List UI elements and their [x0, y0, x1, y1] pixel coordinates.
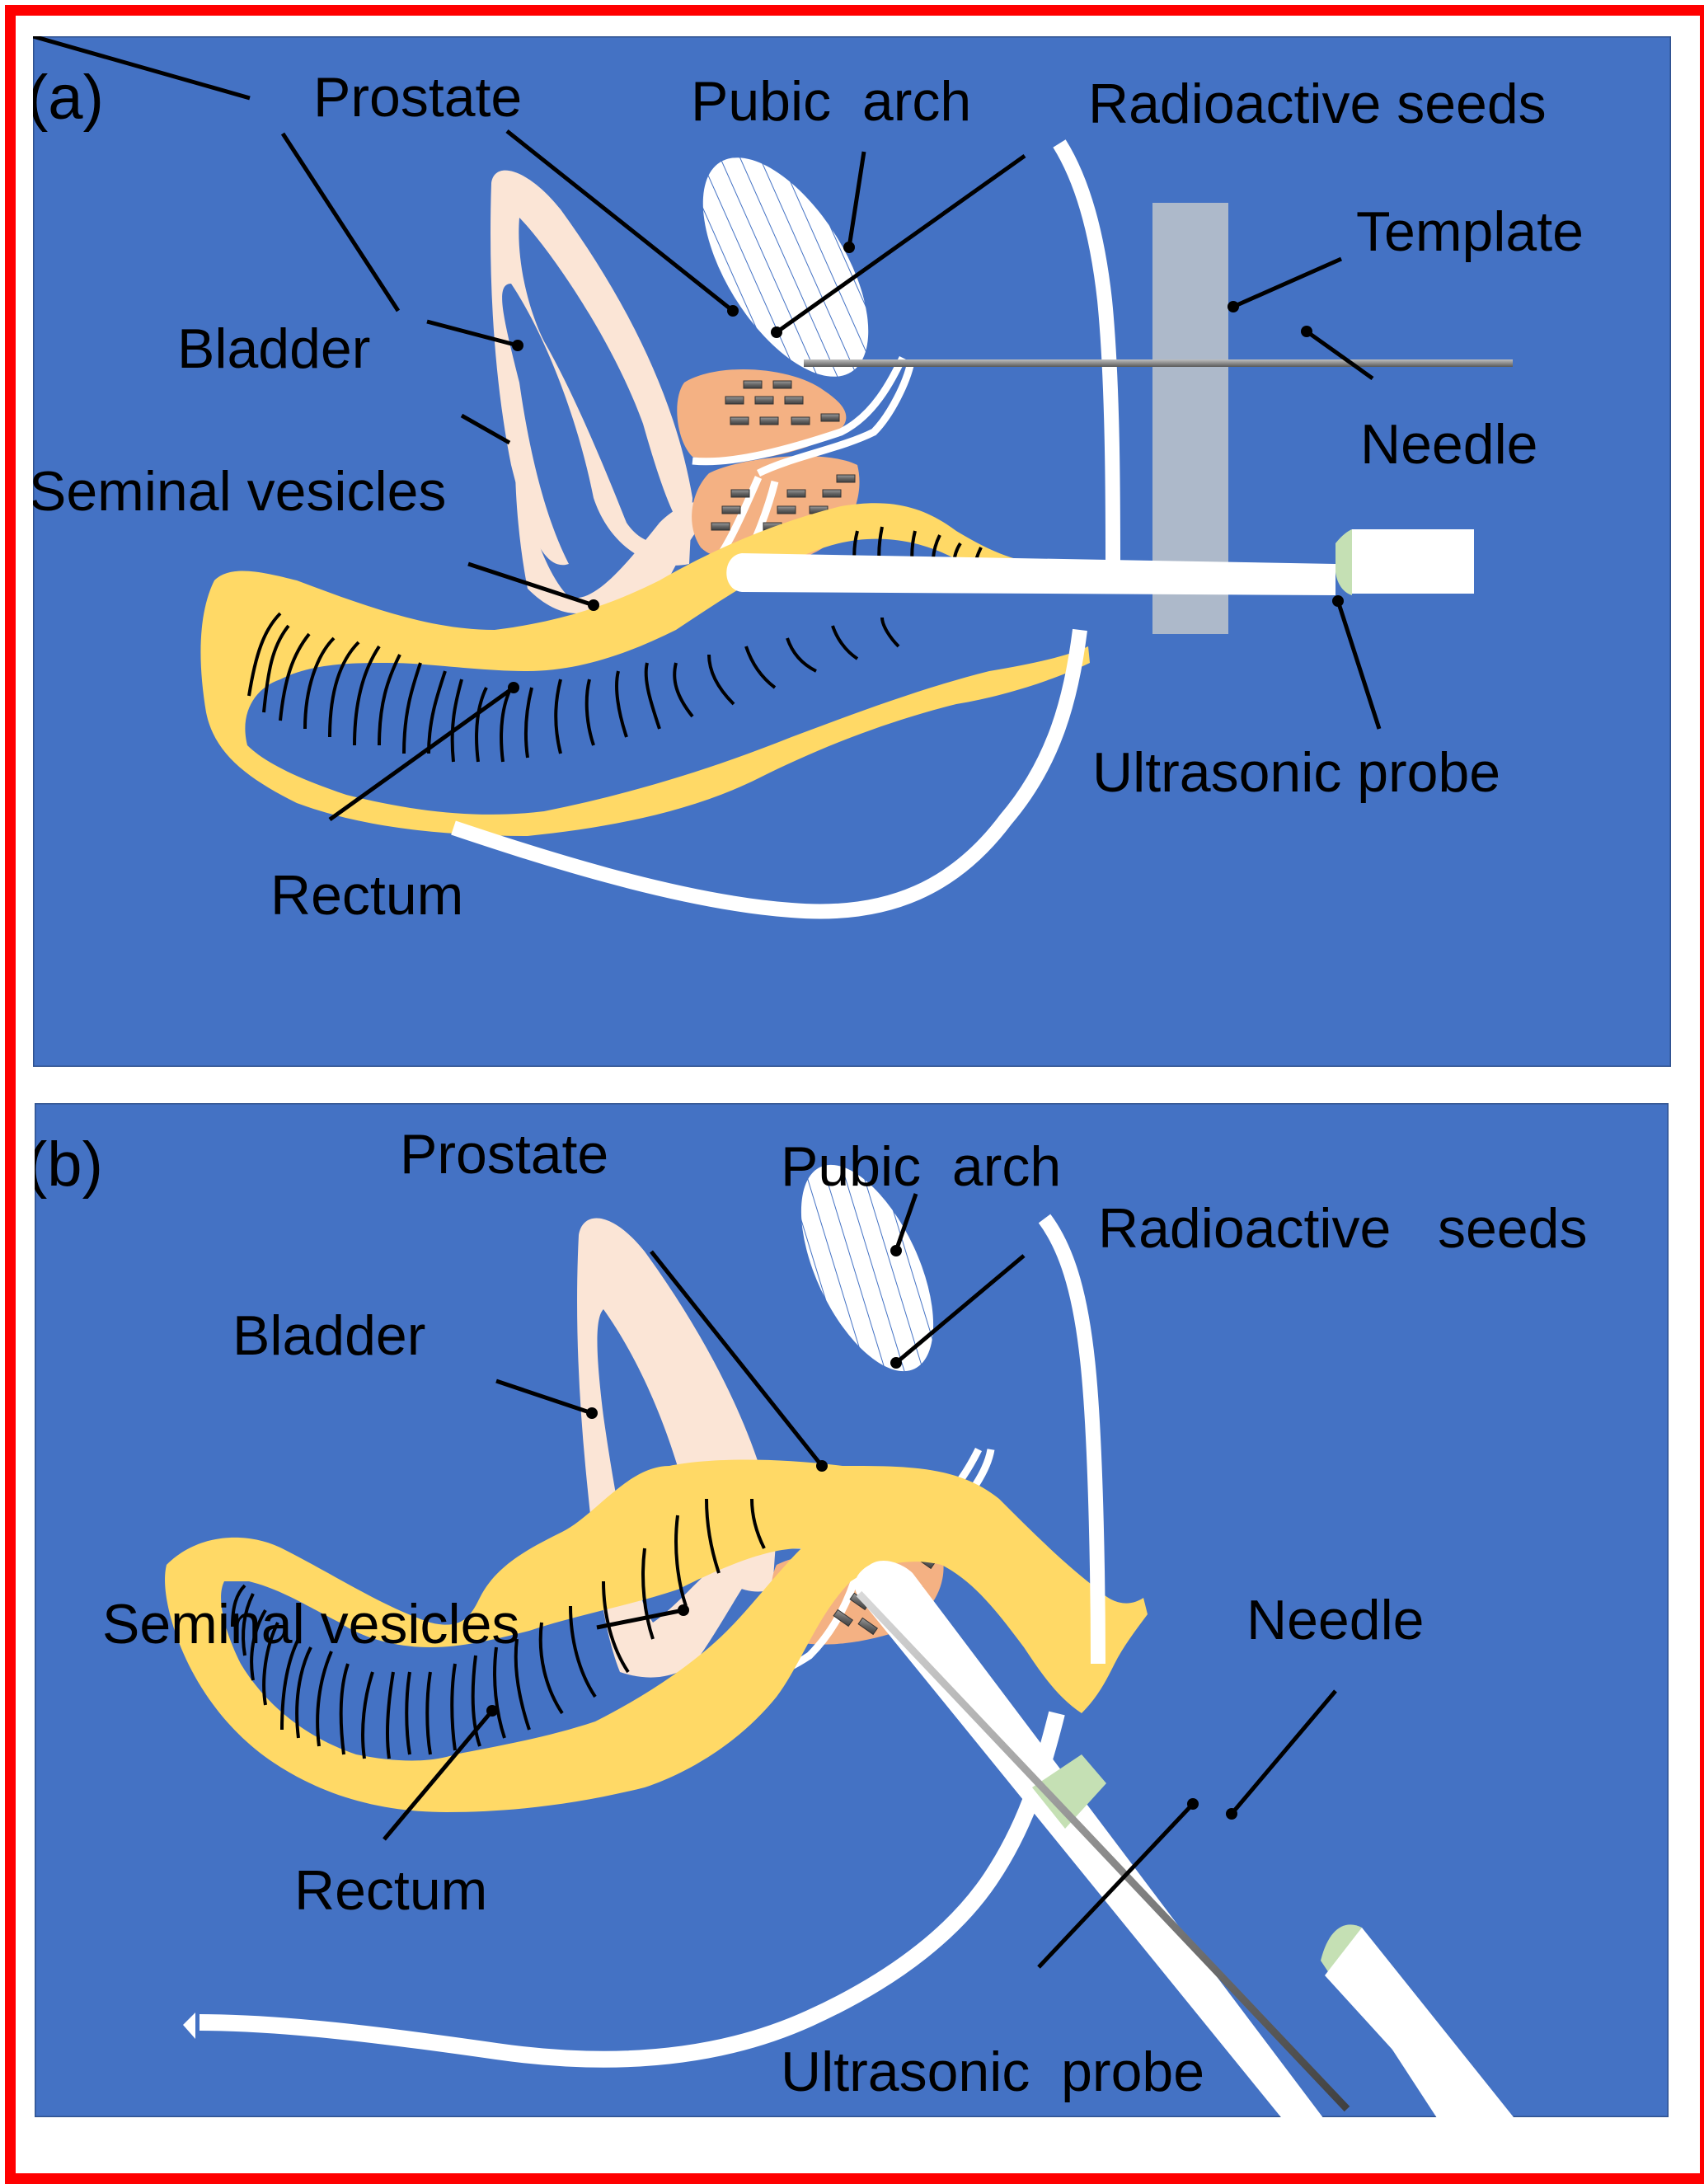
label-radioactive-seeds: Radioactive seeds — [1088, 73, 1547, 135]
panel-letter-b: (b) — [35, 1130, 103, 1200]
leader-dot-needle — [1226, 1808, 1237, 1820]
pubic-arch-shape — [800, 1164, 934, 1372]
label-pubic-arch: Pubic arch — [781, 1135, 1061, 1198]
bone-right-curve — [1053, 139, 1120, 565]
leader-dot-seminal-vesicles — [678, 1604, 689, 1616]
prostate-upper — [677, 369, 847, 461]
urethra-line-1 — [692, 355, 907, 466]
leader-dot-seeds — [890, 1357, 902, 1369]
panel-a: (a) Prostate Pubic arch Radioactive seed… — [33, 36, 1671, 1067]
pubic-arch-shape — [702, 157, 869, 377]
leader-dot-bladder — [586, 1407, 598, 1419]
ultrasonic-probe-ring — [1336, 529, 1352, 595]
leader-pubic-arch — [847, 151, 866, 248]
leader-probe — [1037, 1802, 1195, 1969]
bone-lower-tip — [183, 2013, 195, 2039]
label-bladder: Bladder — [232, 1304, 425, 1367]
leader-dot-probe — [1332, 595, 1344, 607]
bone-lower-curve — [451, 628, 1087, 919]
label-prostate: Prostate — [313, 66, 522, 129]
leader-dot-needle — [1301, 326, 1312, 337]
bone-lower-curve — [199, 1711, 1065, 2068]
leader-dot-bladder — [512, 340, 523, 351]
ultrasonic-probe-shaft — [726, 553, 1336, 595]
label-seminal-vesicles: Seminal vesicles — [102, 1593, 519, 1656]
leader-prostate — [505, 129, 735, 312]
urethra-line-2 — [756, 361, 915, 477]
leaders-panel-a — [280, 132, 511, 445]
label-rectum: Rectum — [270, 864, 463, 927]
leader-dot-probe — [1187, 1798, 1199, 1810]
leader-probe — [1336, 600, 1382, 730]
leader-lines-a — [33, 36, 251, 101]
ultrasonic-probe-body — [1325, 1928, 1514, 2117]
label-needle: Needle — [1360, 413, 1538, 476]
leader-needle — [1230, 1689, 1337, 1815]
label-ultrasonic-probe: Ultrasonic probe — [781, 2041, 1204, 2103]
leader-bladder — [495, 1379, 593, 1416]
ultrasonic-probe-ring-1 — [1032, 1754, 1106, 1829]
panel-letter-a: (a) — [33, 63, 104, 133]
panel-b: (b) Prostate Pubic arch Radioactive seed… — [35, 1103, 1669, 2117]
leader-seminal-vesicles — [467, 561, 594, 608]
label-rectum: Rectum — [294, 1859, 487, 1922]
leader-seminal-vesicles — [596, 1608, 684, 1630]
leader-rectum — [383, 1709, 494, 1841]
label-template: Template — [1356, 200, 1584, 263]
leader-seeds — [775, 153, 1026, 335]
label-ultrasonic-probe: Ultrasonic probe — [1092, 741, 1500, 804]
leader-bladder — [426, 319, 519, 348]
leader-dot-rectum — [486, 1705, 498, 1717]
label-pubic-arch: Pubic arch — [691, 70, 971, 133]
leader-dot-prostate — [816, 1460, 828, 1472]
leader-prostate — [650, 1250, 824, 1468]
bone-right-curve — [1038, 1214, 1105, 1665]
needle-shape — [856, 1590, 1350, 2112]
leader-dot-rectum — [508, 682, 519, 693]
bladder-inner — [519, 218, 692, 544]
leader-dot-seminal-vesicles — [588, 599, 599, 611]
leader-dot-template — [1228, 301, 1239, 312]
label-seminal-vesicles: Seminal vesicles — [33, 460, 446, 523]
leader-seeds — [894, 1254, 1026, 1364]
rectum-shape — [165, 1459, 1148, 1812]
label-prostate: Prostate — [400, 1123, 608, 1186]
leader-dot-seeds — [771, 326, 782, 338]
needle-shape — [804, 359, 1513, 367]
leader-needle — [1305, 329, 1374, 381]
leader-pubic-arch — [894, 1193, 918, 1252]
ultrasonic-probe-handle — [1352, 529, 1474, 594]
leader-dot-prostate — [727, 305, 739, 317]
label-needle: Needle — [1246, 1589, 1425, 1651]
rectum-folds — [231, 1498, 766, 1759]
leader-template — [1232, 256, 1343, 309]
label-radioactive-seeds: Radioactive seeds — [1098, 1197, 1587, 1260]
ultrasonic-probe-ring-2 — [1321, 1924, 1362, 1973]
leader-rectum — [328, 685, 515, 822]
label-bladder: Bladder — [177, 317, 370, 380]
leader-dot-pubic-arch — [890, 1245, 902, 1256]
bladder-lower-lobe — [515, 465, 717, 613]
leader-dot-pubic-arch — [843, 242, 855, 253]
